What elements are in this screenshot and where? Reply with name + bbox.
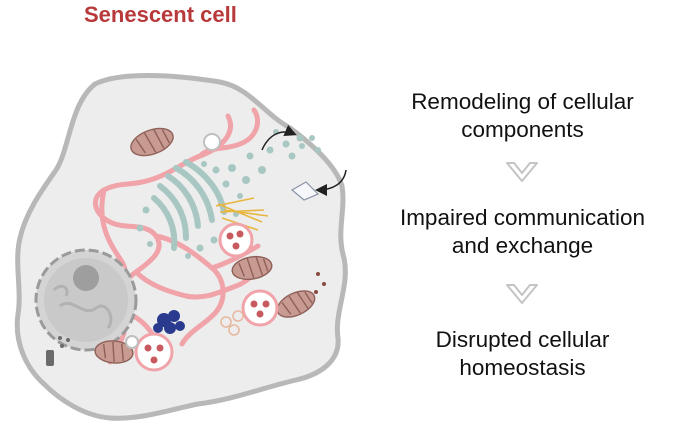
step-1-line-2: components bbox=[461, 117, 584, 142]
mitochondria bbox=[94, 127, 316, 364]
diagram-title: Senescent cell bbox=[84, 2, 237, 27]
chevron-down-icon bbox=[506, 284, 538, 304]
step-2-line-2: and exchange bbox=[451, 233, 594, 258]
step-impaired-communication: Impaired communication and exchange bbox=[365, 204, 680, 260]
step-disrupted-homeostasis: Disrupted cellular homeostasis bbox=[365, 326, 680, 382]
nucleus bbox=[34, 248, 138, 352]
vesicles bbox=[136, 129, 304, 259]
receptor bbox=[46, 336, 70, 366]
secretion-arrow bbox=[261, 124, 297, 151]
nucleolus bbox=[73, 265, 99, 291]
step-2-line-1: Impaired communication bbox=[399, 205, 646, 230]
protein-aggregate bbox=[153, 310, 185, 334]
chevron-down-icon bbox=[506, 162, 538, 182]
step-3-line-1: Disrupted cellular bbox=[435, 327, 610, 352]
step-remodeling: Remodeling of cellular components bbox=[365, 88, 680, 144]
golgi-apparatus bbox=[151, 159, 227, 251]
uptake-arrow bbox=[315, 169, 347, 196]
step-1-line-1: Remodeling of cellular bbox=[411, 89, 634, 114]
step-3-line-2: homeostasis bbox=[459, 355, 586, 380]
senescent-cell-illustration bbox=[14, 73, 348, 421]
lysosomes bbox=[134, 222, 279, 372]
small-vesicles bbox=[220, 310, 244, 336]
extracellular-particle bbox=[290, 181, 320, 201]
